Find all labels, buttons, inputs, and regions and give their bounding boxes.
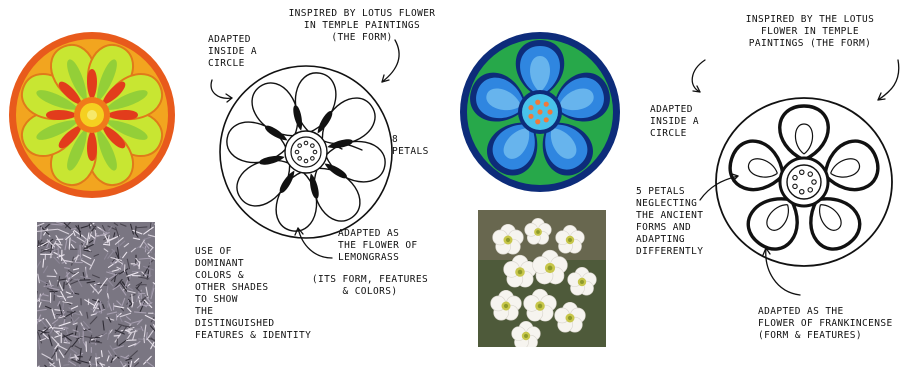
annotation-adapted-circle-left: Adapted inside a circle [208, 34, 278, 70]
arrow-frankincense [766, 248, 800, 295]
annotation-petals-left: 8 petals [392, 134, 442, 158]
annotation-adapted-circle-right: Adapted inside a circle [650, 104, 720, 140]
annotation-inspired-right: Inspired by the lotus flower in temple p… [720, 14, 900, 50]
arrow-circle-right [692, 60, 705, 92]
annotation-petals-right: 5 petals neglecting the ancient forms an… [636, 186, 726, 258]
arrow-frankincense-head [763, 248, 770, 255]
annotation-dominant-colors: Use of dominant colors & other shades to… [195, 246, 340, 342]
annotation-adapted-flower-left: Adapted as the flower of lemongrass [338, 228, 448, 264]
annotation-inspired-left: Inspired by lotus flower in temple paint… [272, 8, 452, 44]
annotation-adapted-flower-right: Adapted as the flower of frankincense (f… [758, 306, 908, 342]
arrow-petals-left [336, 144, 362, 150]
arrow-inspired-left [382, 40, 399, 82]
